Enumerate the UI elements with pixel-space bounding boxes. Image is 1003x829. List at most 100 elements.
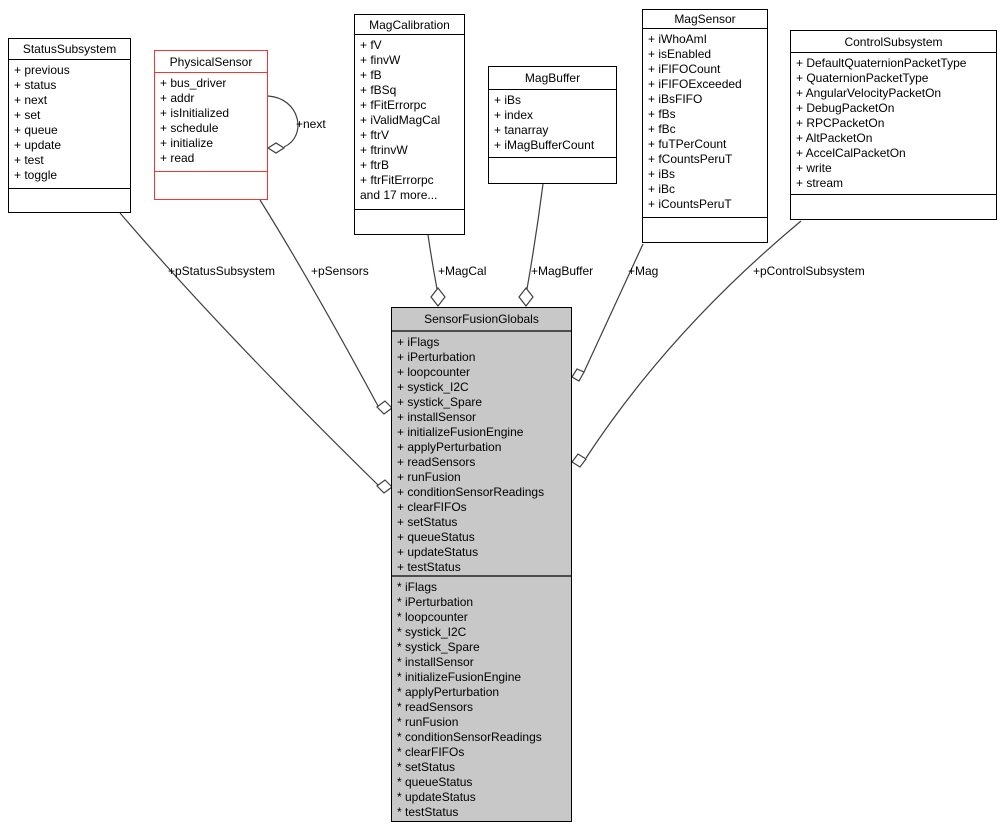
member-row: * queueStatus: [397, 775, 473, 789]
class-members: + iWhoAmI+ isEnabled+ iFIFOCount+ iFIFOE…: [643, 29, 767, 218]
member-row: + iBs: [494, 93, 522, 107]
edge-label-mag-buffer: +MagBuffer: [531, 264, 594, 278]
aggregation-diamond-mag: [571, 368, 585, 382]
member-row: + update: [14, 138, 62, 152]
member-row: + ftrinvW: [360, 143, 408, 157]
edge-p-status-subsystem: [119, 212, 379, 486]
member-row: + applyPerturbation: [397, 440, 502, 454]
member-row: + testStatus: [397, 560, 461, 574]
class-box-mag-buffer[interactable]: MagBuffer + iBs+ index+ tanarray+ iMagBu…: [488, 66, 617, 184]
class-box-physical-sensor[interactable]: PhysicalSensor + bus_driver+ addr+ isIni…: [154, 50, 268, 200]
member-row: and 17 more...: [360, 188, 438, 202]
member-row: + fuTPerCount: [648, 137, 727, 151]
edge-label-p-control-subsystem: +pControlSubsystem: [753, 264, 865, 278]
member-row: + fBSq: [360, 83, 397, 97]
member-row: + initializeFusionEngine: [397, 425, 524, 439]
member-row: + fBc: [648, 122, 676, 136]
class-box-mag-sensor[interactable]: MagSensor + iWhoAmI+ isEnabled+ iFIFOCou…: [642, 9, 768, 243]
member-row: + updateStatus: [397, 545, 479, 559]
class-title: MagBuffer: [489, 67, 616, 90]
class-members: + DefaultQuaternionPacketType+ Quaternio…: [791, 53, 996, 195]
edge-label-mag-cal: +MagCal: [438, 264, 487, 278]
edge-label-mag: +Mag: [628, 264, 659, 278]
member-row: + iFIFOCount: [648, 62, 721, 76]
member-row: * initializeFusionEngine: [397, 670, 522, 684]
member-row: + queue: [14, 123, 58, 137]
member-row: + AccelCalPacketOn: [796, 146, 906, 160]
member-row: + systick_Spare: [397, 395, 483, 409]
member-row: * clearFIFOs: [397, 745, 465, 759]
edge-mag-cal: [427, 234, 438, 290]
member-row: + ftrFitErrorpc: [360, 173, 434, 187]
edge-p-control-subsystem: [585, 220, 802, 459]
class-empty-compartment: [9, 189, 130, 212]
aggregation-diamond-mag-buffer: [518, 287, 534, 307]
member-row: + fFitErrorpc: [360, 98, 427, 112]
member-row: + AngularVelocityPacketOn: [796, 86, 942, 100]
member-row: * iPerturbation: [397, 595, 474, 609]
member-row: + DefaultQuaternionPacketType: [796, 56, 967, 70]
member-row: * installSensor: [397, 655, 474, 669]
member-row: + clearFIFOs: [397, 500, 467, 514]
member-row: + iFIFOExceeded: [648, 77, 742, 91]
class-title: SensorFusionGlobals: [392, 308, 571, 332]
class-empty-compartment: [355, 210, 464, 234]
member-row: + bus_driver: [160, 76, 227, 90]
member-row: + addr: [160, 91, 195, 105]
member-row: + index: [494, 108, 534, 122]
class-title: StatusSubsystem: [9, 39, 130, 60]
edge-label-next: +next: [296, 117, 326, 131]
member-row: * setStatus: [397, 760, 456, 774]
edge-mag-buffer: [526, 183, 544, 290]
member-row: + loopcounter: [397, 365, 471, 379]
member-row: + write: [796, 161, 832, 175]
class-empty-compartment: [155, 172, 267, 199]
class-title: MagCalibration: [355, 15, 464, 35]
class-title: PhysicalSensor: [155, 51, 267, 73]
member-row: + toggle: [14, 168, 58, 182]
member-row: + tanarray: [494, 123, 549, 137]
member-row: + readSensors: [397, 455, 476, 469]
member-row: + fCountsPeruT: [648, 152, 733, 166]
class-members: + fV+ finvW+ fB+ fBSq+ fFitErrorpc+ iVal…: [355, 35, 464, 210]
member-row: + conditionSensorReadings: [397, 485, 545, 499]
member-row: * readSensors: [397, 700, 474, 714]
member-row: + previous: [14, 63, 70, 77]
member-row: * applyPerturbation: [397, 685, 500, 699]
class-box-status-subsystem[interactable]: StatusSubsystem + previous+ status+ next…: [8, 38, 131, 213]
edge-p-sensors: [259, 199, 379, 407]
member-row: + isEnabled: [648, 47, 712, 61]
member-row: * runFusion: [397, 715, 459, 729]
member-row: + ftrV: [360, 128, 390, 142]
member-row: + iFlags: [397, 335, 440, 349]
member-row: + fBs: [648, 107, 676, 121]
member-row: + read: [160, 151, 195, 165]
member-row: * loopcounter: [397, 610, 468, 624]
member-row: + set: [14, 108, 41, 122]
class-members-public: + iFlags+ iPerturbation+ loopcounter+ sy…: [392, 332, 571, 577]
class-box-mag-calibration[interactable]: MagCalibration + fV+ finvW+ fB+ fBSq+ fF…: [354, 14, 465, 235]
member-row: + iMagBufferCount: [494, 138, 595, 152]
member-row: + test: [14, 153, 44, 167]
edge-next-self-loop: [267, 95, 299, 148]
class-members: + bus_driver+ addr+ isInitialized+ sched…: [155, 73, 267, 172]
member-row: + iBsFIFO: [648, 92, 703, 106]
class-members-pointer: * iFlags* iPerturbation* loopcounter* sy…: [392, 577, 571, 821]
class-members: + previous+ status+ next+ set+ queue+ up…: [9, 60, 130, 189]
member-row: + status: [14, 78, 57, 92]
member-row: + iCountsPeruT: [648, 197, 732, 211]
member-row: + AltPacketOn: [796, 131, 873, 145]
member-row: + schedule: [160, 121, 219, 135]
member-row: + setStatus: [397, 515, 458, 529]
class-empty-compartment: [643, 218, 767, 242]
class-box-control-subsystem[interactable]: ControlSubsystem + DefaultQuaternionPack…: [790, 30, 997, 220]
class-members: + iBs+ index+ tanarray+ iMagBufferCount: [489, 90, 616, 158]
class-empty-compartment: [791, 195, 996, 219]
member-row: + iBc: [648, 182, 676, 196]
class-box-sensor-fusion-globals[interactable]: SensorFusionGlobals + iFlags+ iPerturbat…: [391, 307, 572, 822]
member-row: + RPCPacketOn: [796, 116, 885, 130]
edge-label-p-status-subsystem: +pStatusSubsystem: [168, 264, 276, 278]
member-row: + installSensor: [397, 410, 477, 424]
